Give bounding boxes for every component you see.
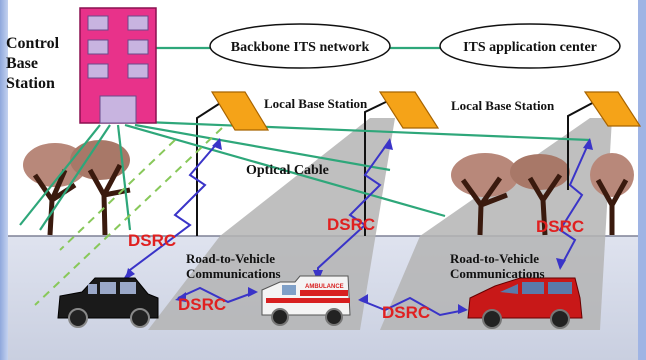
backbone-network-oval [209, 23, 391, 69]
antenna-pole-2 [364, 99, 391, 236]
tree-icon [23, 140, 634, 236]
antenna-pole-3 [567, 99, 599, 190]
ambulance-icon: AMBULANCE [261, 275, 351, 326]
control-station-label-2: Base [6, 55, 38, 72]
control-building-icon [79, 7, 157, 124]
antenna-icon [583, 91, 642, 127]
right-border [638, 0, 646, 360]
rtv-label-1a: Road-to-Vehicle [186, 251, 275, 266]
antenna-pole-1 [196, 99, 226, 236]
app-center-oval [439, 23, 621, 69]
dsrc-label-2: DSRC [327, 215, 375, 234]
rtv-label-1b: Communications [186, 266, 281, 281]
taxi-icon [57, 277, 159, 328]
optical-cable-lines [19, 46, 591, 231]
local-base-station-label-2: Local Base Station [451, 98, 555, 113]
antenna-icon [210, 91, 270, 131]
app-center-label: ITS application center [463, 40, 597, 55]
control-station-label-1: Control [6, 35, 60, 52]
control-station-label-3: Station [6, 75, 55, 92]
ambulance-text: AMBULANCE [305, 284, 344, 290]
rtv-label-2b: Communications [450, 266, 545, 281]
backbone-network-label: Backbone ITS network [231, 40, 370, 55]
dsrc-label-3: DSRC [536, 217, 584, 236]
dsrc-label-4: DSRC [178, 295, 226, 314]
optical-cable-label: Optical Cable [246, 163, 329, 178]
dsrc-label-5: DSRC [382, 303, 430, 322]
dsrc-label-1: DSRC [128, 231, 176, 250]
antenna-icon [378, 91, 440, 129]
local-base-station-label-1: Local Base Station [264, 96, 368, 111]
suv-icon [467, 277, 583, 329]
left-border [0, 0, 8, 360]
arrow-heads [125, 138, 593, 314]
rtv-label-2a: Road-to-Vehicle [450, 251, 539, 266]
dashed-link-lines [34, 127, 223, 306]
